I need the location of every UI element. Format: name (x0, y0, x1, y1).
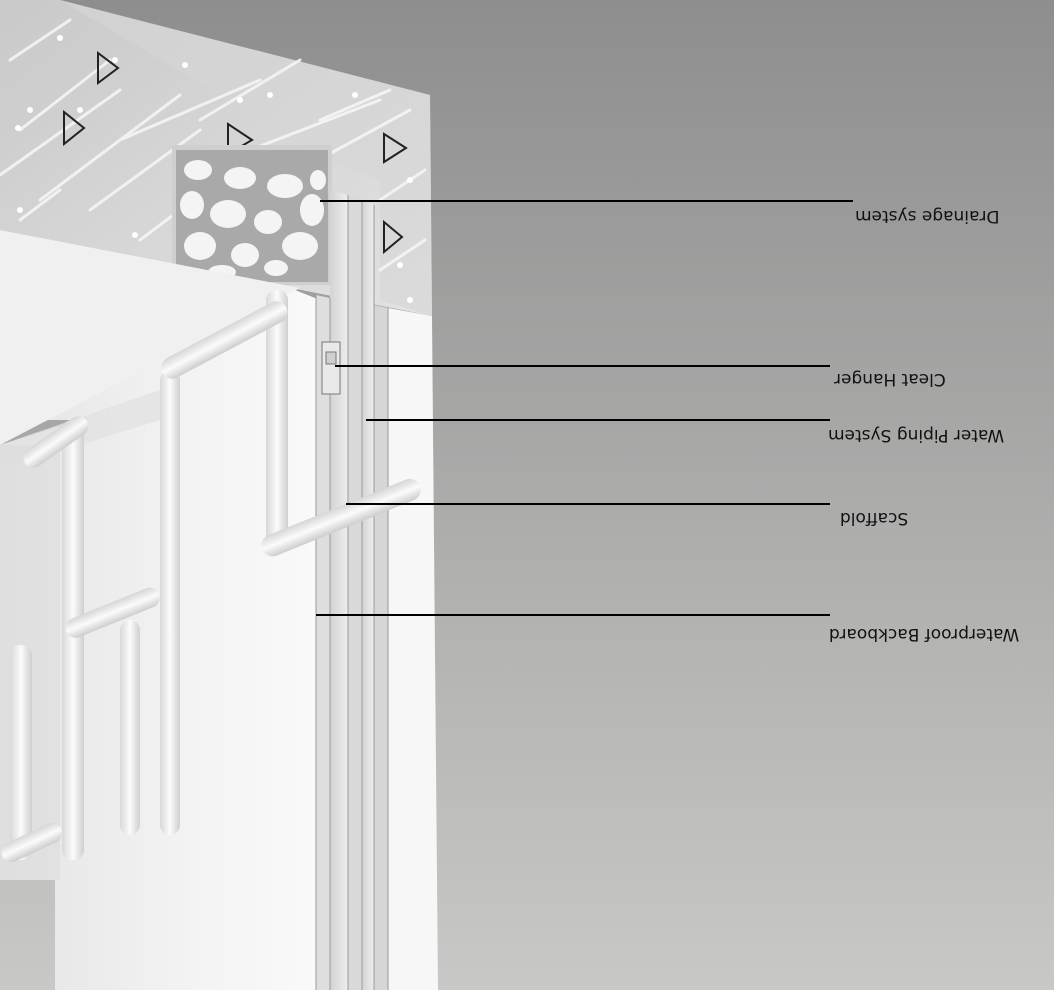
cleat-hanger (321, 341, 341, 395)
drainage-panel (172, 145, 332, 285)
label-cleat-hanger: Cleat Hanger (834, 369, 946, 389)
label-waterproof-backboard: Waterproof Backboard (829, 624, 1020, 644)
label-scaffold: Scaffold (840, 508, 909, 528)
water-piping (1, 290, 288, 863)
leader-lines (316, 200, 853, 616)
label-drainage-system: Drainage system (855, 206, 1000, 226)
label-water-piping-system: Water Piping System (828, 425, 1005, 445)
scaffold-bar (261, 478, 421, 557)
